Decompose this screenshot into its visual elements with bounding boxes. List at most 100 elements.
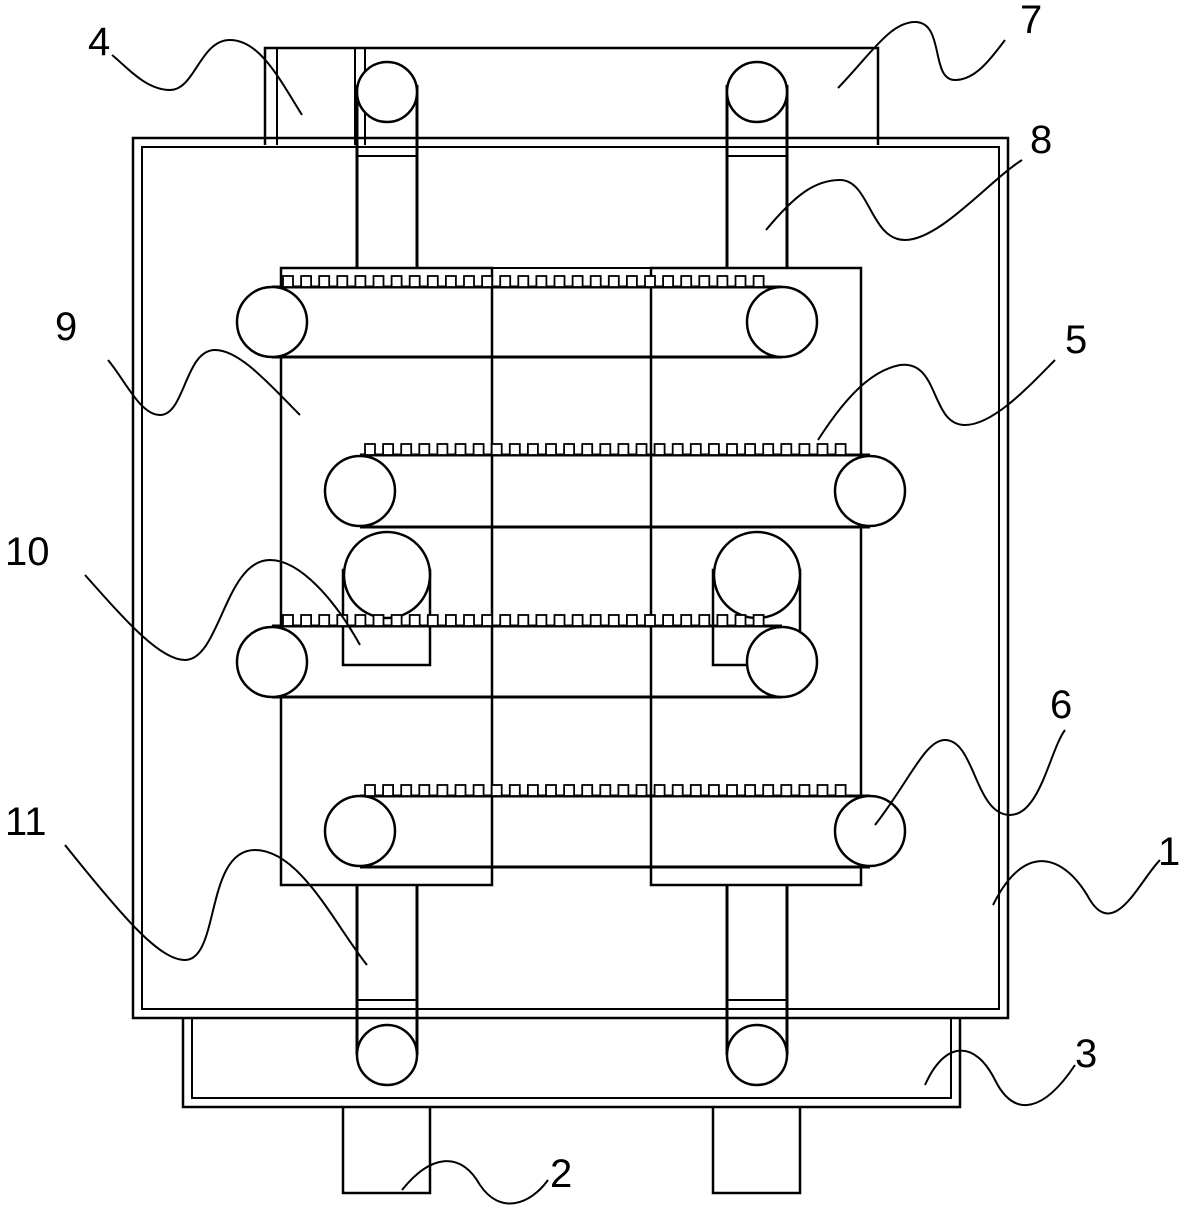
belt-tooth — [726, 784, 738, 797]
belt-tooth — [644, 614, 656, 627]
belt-tooth — [834, 443, 847, 456]
belt-tooth — [734, 614, 747, 627]
belt-tooth — [698, 275, 711, 288]
belt-tooth — [589, 614, 602, 627]
belt-tooth — [716, 614, 729, 627]
belt-tooth — [716, 275, 729, 288]
belt-tooth — [282, 614, 294, 627]
bottom-drive-roller-right — [725, 1023, 789, 1087]
belt-tooth — [626, 275, 638, 288]
belt-tooth — [599, 784, 612, 797]
belt-tooth — [680, 614, 693, 627]
belt-tooth — [481, 614, 494, 627]
leader-7 — [837, 20, 1006, 89]
leader-6 — [874, 729, 1066, 826]
belt-tooth — [527, 784, 539, 797]
leader-1 — [992, 859, 1161, 915]
belt-tooth — [581, 443, 594, 456]
belt-tooth — [390, 614, 403, 627]
callout-2: 2 — [550, 1152, 572, 1196]
leader-2 — [401, 1160, 549, 1205]
conveyor-teeth — [282, 275, 847, 797]
callout-3: 3 — [1075, 1032, 1097, 1076]
belt-tooth — [472, 443, 485, 456]
belt-tooth — [382, 443, 395, 456]
belt-tooth — [708, 443, 720, 456]
belt-tooth — [816, 784, 829, 797]
belt-tooth — [752, 275, 765, 288]
belt-tooth — [834, 784, 847, 797]
belt-tooth — [400, 784, 413, 797]
belt-tooth — [364, 443, 376, 456]
belt-tooth — [653, 443, 666, 456]
leader-4 — [111, 38, 303, 116]
outlet-legs — [341, 1107, 802, 1195]
belt-tooth — [734, 275, 747, 288]
belt-tooth — [535, 614, 548, 627]
belt-tooth — [527, 443, 539, 456]
leader-3 — [924, 1049, 1076, 1107]
belt-tooth — [680, 275, 693, 288]
belt-tooth — [400, 443, 413, 456]
belt-tooth — [463, 275, 475, 288]
callout-11: 11 — [5, 800, 47, 844]
belt-tooth — [336, 275, 349, 288]
belt-tooth — [780, 443, 793, 456]
belt-tooth — [508, 784, 521, 797]
belt-tooth — [780, 784, 793, 797]
belt-tooth — [607, 614, 620, 627]
belt-tooth — [617, 784, 630, 797]
belt-tooth — [553, 614, 566, 627]
belt-tooth — [418, 784, 431, 797]
belt-tooth — [517, 614, 530, 627]
belt-tooth — [798, 784, 811, 797]
callout-9: 9 — [55, 305, 77, 349]
belt-tooth — [426, 614, 439, 627]
belt-tooth — [626, 614, 638, 627]
belt-tooth — [581, 784, 594, 797]
belt-tooth — [463, 614, 475, 627]
belt-tooth — [382, 784, 395, 797]
callout-4: 4 — [88, 20, 110, 64]
leader-10 — [84, 558, 361, 662]
callout-5: 5 — [1065, 318, 1087, 362]
scraper-blocks — [341, 530, 802, 667]
main-housing — [131, 136, 1010, 1020]
belt-tooth — [354, 275, 367, 288]
callout-1: 1 — [1158, 830, 1180, 874]
belt-tooth — [408, 275, 421, 288]
callout-6: 6 — [1050, 683, 1072, 727]
belt-tooth — [444, 614, 457, 627]
belt-tooth — [563, 784, 575, 797]
belt-tooth — [318, 614, 331, 627]
belt-tooth — [708, 784, 720, 797]
belt-tooth — [490, 784, 503, 797]
leader-lines — [64, 20, 1161, 1205]
belt-tooth — [436, 443, 449, 456]
belt-tooth — [426, 275, 439, 288]
belt-tooth — [599, 443, 612, 456]
belt-tooth — [762, 784, 775, 797]
top-drive-roller-right — [725, 60, 789, 124]
belt-tooth — [545, 784, 557, 797]
conveyor-2 — [323, 453, 907, 529]
belt-tooth — [571, 614, 584, 627]
callout-7: 7 — [1020, 0, 1042, 42]
belt-tooth — [752, 614, 765, 627]
belt-tooth — [744, 443, 756, 456]
callout-labels: 1 2 3 4 5 6 7 8 9 10 11 — [5, 0, 1180, 1196]
top-drive-roller-left — [355, 60, 419, 124]
belt-tooth — [689, 443, 702, 456]
belt-tooth — [300, 614, 313, 627]
callout-8: 8 — [1030, 118, 1052, 162]
belt-tooth — [762, 443, 775, 456]
belt-tooth — [499, 614, 512, 627]
belt-tooth — [644, 275, 656, 288]
conveyor-4 — [323, 794, 907, 869]
belt-tooth — [354, 614, 367, 627]
belt-tooth — [545, 443, 557, 456]
conveyor-1 — [235, 285, 819, 359]
belt-tooth — [662, 275, 674, 288]
belt-tooth — [472, 784, 485, 797]
